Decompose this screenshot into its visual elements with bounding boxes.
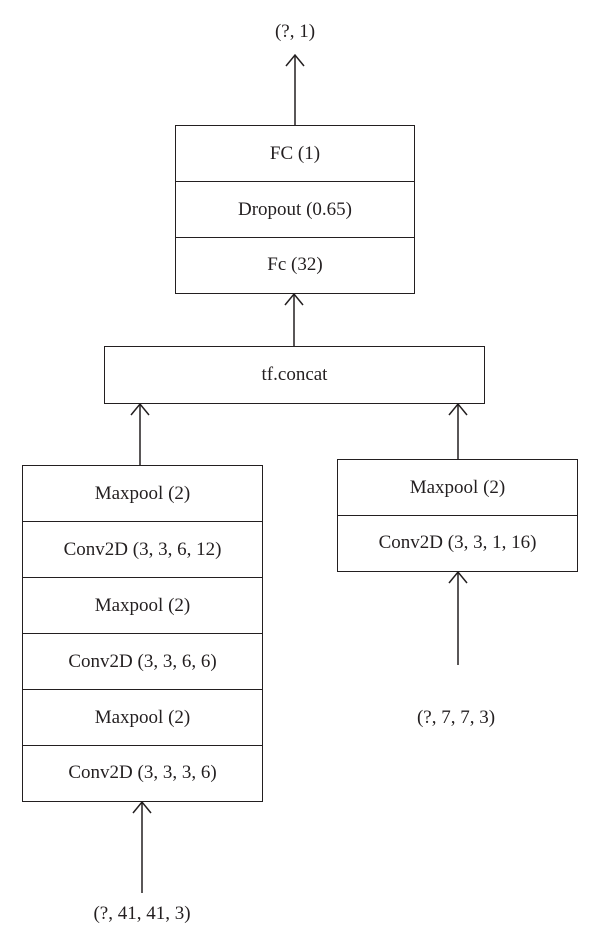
left-conv2d-layer: Conv2D (3, 3, 3, 6): [68, 762, 217, 783]
right-branch-stack: Maxpool (2) Conv2D (3, 3, 1, 16): [337, 459, 578, 572]
left-conv2d-layer: Conv2D (3, 3, 6, 6): [23, 634, 262, 690]
fc1-layer: FC (1): [176, 126, 414, 182]
right-maxpool-layer: Maxpool (2): [338, 460, 577, 516]
output-shape-label: (?, 1): [274, 21, 316, 42]
concat-layer: tf.concat: [261, 363, 328, 385]
right-conv2d-layer: Conv2D (3, 3, 1, 16): [378, 532, 537, 553]
right-input-shape-label: (?, 7, 7, 3): [416, 707, 496, 728]
fc32-layer: Fc (32): [267, 254, 323, 275]
left-input-shape-label: (?, 41, 41, 3): [93, 903, 191, 924]
head-stack: FC (1) Dropout (0.65) Fc (32): [175, 125, 415, 294]
left-branch-stack: Maxpool (2) Conv2D (3, 3, 6, 12) Maxpool…: [22, 465, 263, 802]
dropout-layer: Dropout (0.65): [176, 182, 414, 238]
left-maxpool-layer: Maxpool (2): [23, 578, 262, 634]
left-conv2d-layer: Conv2D (3, 3, 6, 12): [23, 522, 262, 578]
concat-box: tf.concat: [104, 346, 485, 404]
left-maxpool-layer: Maxpool (2): [23, 466, 262, 522]
left-maxpool-layer: Maxpool (2): [23, 690, 262, 746]
